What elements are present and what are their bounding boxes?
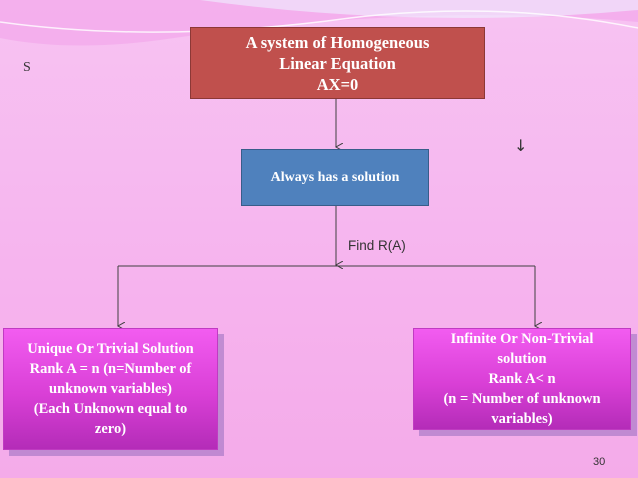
decorative-swoosh [0,0,638,46]
middle-box-label: Always has a solution [270,169,400,185]
right-box-line-5: variables) [491,411,553,427]
left-box-line-4: (Each Unknown equal to [33,401,188,417]
right-box-line-2: solution [497,351,547,367]
top-box-line-1: A system of Homogeneous [245,32,430,52]
non-trivial-solution-box: Infinite Or Non-Trivial solution Rank A<… [413,328,631,430]
right-box-line-4: (n = Number of unknown [443,391,601,407]
trivial-solution-box: Unique Or Trivial Solution Rank A = n (n… [3,328,218,450]
branch-label: Find R(A) [348,238,406,253]
page-number: 30 [593,456,606,468]
right-box-line-3: Rank A< n [488,371,556,387]
left-box-line-3: unknown variables) [49,381,172,397]
always-solution-box: Always has a solution [241,149,429,206]
right-box-line-1: Infinite Or Non-Trivial [450,331,594,347]
top-box-line-3: AX=0 [316,74,359,94]
top-box-line-2: Linear Equation [279,53,396,73]
stray-down-arrow-icon: ↓ [514,136,528,155]
left-box-line-1: Unique Or Trivial Solution [27,341,194,357]
left-box-line-2: Rank A = n (n=Number of [29,361,192,377]
homogeneous-system-box: A system of Homogeneous Linear Equation … [190,27,485,99]
stray-letter: S [23,60,31,75]
left-box-line-5: zero) [94,421,127,437]
